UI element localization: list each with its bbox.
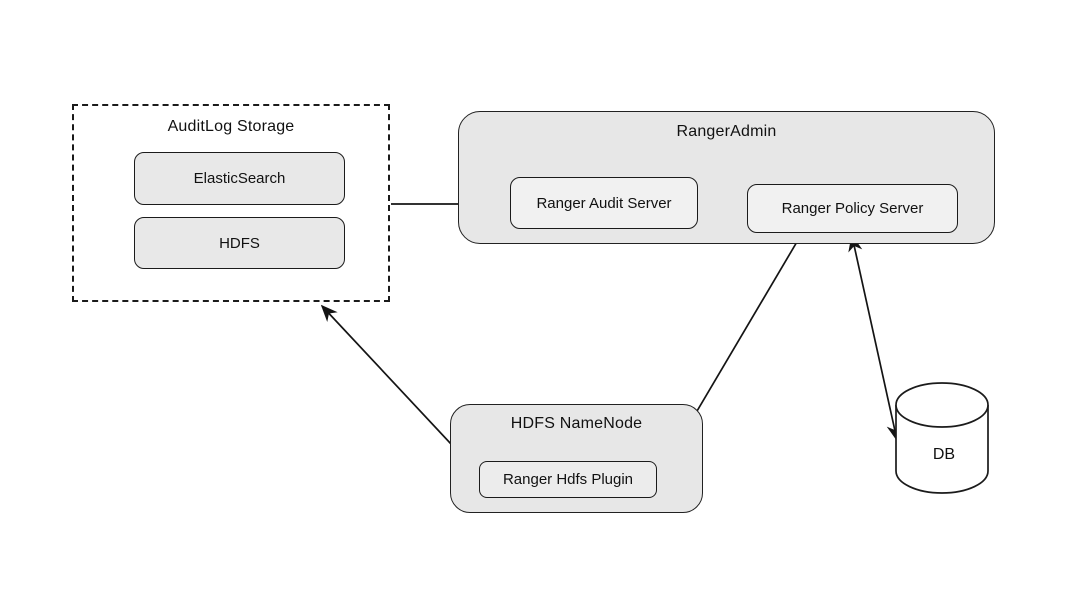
policyserver-db-arrow (848, 234, 901, 442)
node-ranger-policy-server-label: Ranger Policy Server (781, 200, 924, 217)
auditlog-storage-title: AuditLog Storage (167, 118, 295, 135)
node-ranger-audit-server-label: Ranger Audit Server (536, 194, 672, 212)
ranger-admin-title: RangerAdmin (676, 123, 777, 140)
hdfs-namenode-title: HDFS NameNode (510, 415, 643, 432)
node-elasticsearch-label: ElasticSearch (193, 170, 286, 187)
node-ranger-hdfs-plugin: Ranger Hdfs Plugin (479, 461, 657, 498)
db-label: DB (932, 446, 956, 463)
node-hdfs-label: HDFS (219, 234, 260, 252)
db-cylinder (895, 382, 989, 494)
node-elasticsearch: ElasticSearch (134, 152, 345, 205)
node-hdfs: HDFS (134, 217, 345, 269)
node-ranger-policy-server: Ranger Policy Server (747, 184, 958, 233)
node-ranger-audit-server: Ranger Audit Server (510, 177, 698, 229)
node-ranger-hdfs-plugin-label: Ranger Hdfs Plugin (502, 471, 634, 488)
